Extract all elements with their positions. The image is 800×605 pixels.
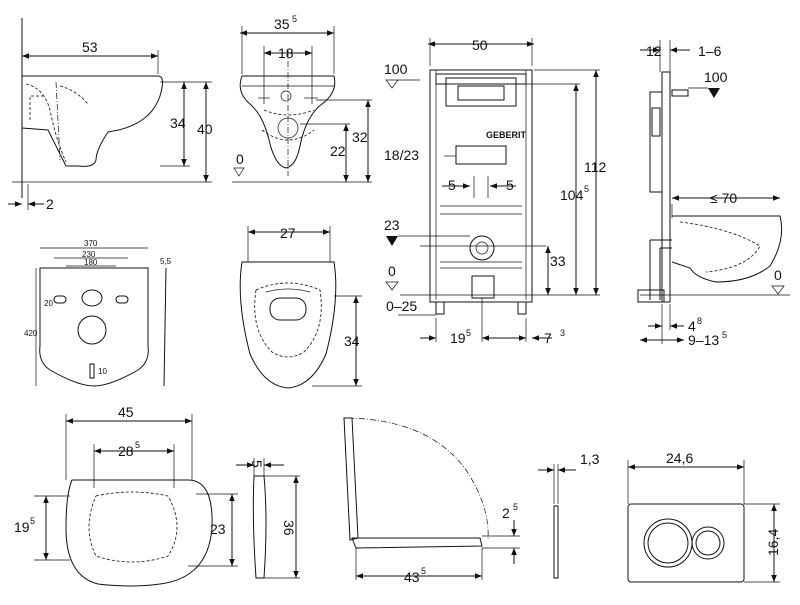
dim-frame-height-total: 112: [584, 159, 607, 175]
dim-seat-thick: 5: [249, 460, 265, 468]
dim-seat-open-lift: 2: [502, 505, 510, 521]
dim-frame-gap-right: 5: [506, 177, 514, 193]
dim-template-w-mid: 230: [82, 250, 96, 259]
actuator-plate-side: 1,3: [538, 451, 600, 579]
dim-template-w-total: 370: [84, 239, 98, 248]
dim-frame-height-mid-sup: 5: [584, 184, 589, 194]
bowl-side-view: 53 34 40 2: [8, 18, 213, 212]
dim-side-projection: ≤ 70: [710, 190, 737, 206]
dim-side-off-a-sup: 8: [697, 316, 702, 326]
dim-template-height: 420: [24, 329, 38, 338]
dim-side-off-a: 4: [688, 318, 696, 334]
dim-plate-height: 16,4: [765, 529, 781, 556]
dim-frame-gap-left: 5: [448, 177, 456, 193]
dim-template-hole-h: 20: [44, 299, 53, 308]
level-frame-floor: 0: [388, 263, 396, 279]
dim-front-width-sup: 5: [292, 14, 297, 24]
dim-frame-flush: 18/23: [384, 147, 419, 163]
dim-bowl-offset: 2: [46, 196, 54, 212]
dim-front-h-b: 32: [352, 129, 368, 145]
dim-seat-length: 34: [344, 333, 360, 349]
dim-seat-bottom-inner: 28: [118, 443, 134, 459]
dim-side-depth: 12: [646, 43, 662, 59]
frame-front-view: 50 GEBERIT 100 18/23 5 5 112: [384, 37, 607, 346]
dim-template-bottom: 10: [98, 367, 107, 376]
dim-seat-height: 36: [281, 520, 297, 536]
level-frame-top: 100: [384, 61, 408, 77]
dim-seat-open-depth: 43: [404, 569, 420, 585]
dim-plate-width: 24,6: [666, 450, 693, 466]
dim-seat-open-depth-sup: 5: [421, 566, 426, 576]
dim-frame-left-off: 19: [450, 330, 466, 346]
dim-frame-right-off: 7: [544, 330, 552, 346]
level-front-zero: 0: [236, 151, 244, 167]
seat-top-view: 27 34: [239, 225, 362, 389]
dim-frame-left-off-sup: 5: [466, 328, 471, 338]
bowl-front-view: 35 5 18 22 32 0: [232, 14, 372, 183]
frame-side-view: 12 1–6 100 ≤ 70 0 4 8 9–13 5: [637, 40, 790, 348]
dim-front-holes: 18: [278, 45, 294, 61]
dim-template-w-inner: 180: [84, 258, 98, 267]
actuator-plate-front: 24,6 16,4: [627, 450, 781, 583]
seat-bottom-view: 45 28 5 19 5 23: [14, 404, 238, 587]
dim-side-off-b: 9–13: [688, 332, 719, 348]
dim-seat-bottom-h-left-sup: 5: [30, 516, 35, 526]
dim-side-off-b-sup: 5: [722, 330, 727, 340]
mounting-template: 370 230 180 420 20 10 5,5: [24, 239, 172, 387]
dim-frame-right-off-sup: 3: [560, 328, 565, 338]
seat-open-view: 43 5 2 5: [343, 417, 520, 585]
dim-bowl-height-a: 34: [170, 115, 186, 131]
dim-frame-h-low: 33: [550, 253, 566, 269]
dim-bowl-height-b: 40: [197, 121, 213, 137]
dim-plate-thick: 1,3: [580, 451, 600, 467]
dim-seat-open-lift-sup: 5: [513, 502, 518, 512]
dim-frame-height-mid: 104: [560, 187, 584, 203]
dim-seat-bottom-h-right: 23: [210, 521, 226, 537]
dim-frame-width: 50: [472, 37, 488, 53]
dim-seat-bottom-inner-sup: 5: [135, 440, 140, 450]
seat-side-profile: 5 36: [236, 458, 300, 579]
dim-front-h-a: 22: [330, 143, 346, 159]
dim-front-width: 35: [274, 16, 290, 32]
level-side-floor: 0: [774, 267, 782, 283]
level-frame-pipe: 23: [384, 217, 400, 233]
level-side-top: 100: [704, 69, 728, 85]
dim-seat-bottom-h-left: 19: [14, 519, 30, 535]
brand-label: GEBERIT: [486, 130, 527, 140]
dim-seat-width: 27: [280, 225, 296, 241]
dim-bowl-length: 53: [82, 39, 98, 55]
dim-frame-floor-range: 0–25: [386, 298, 417, 314]
dim-seat-bottom-width: 45: [118, 404, 134, 420]
dim-side-adjust: 1–6: [698, 43, 722, 59]
dim-template-thickness: 5,5: [160, 257, 172, 266]
